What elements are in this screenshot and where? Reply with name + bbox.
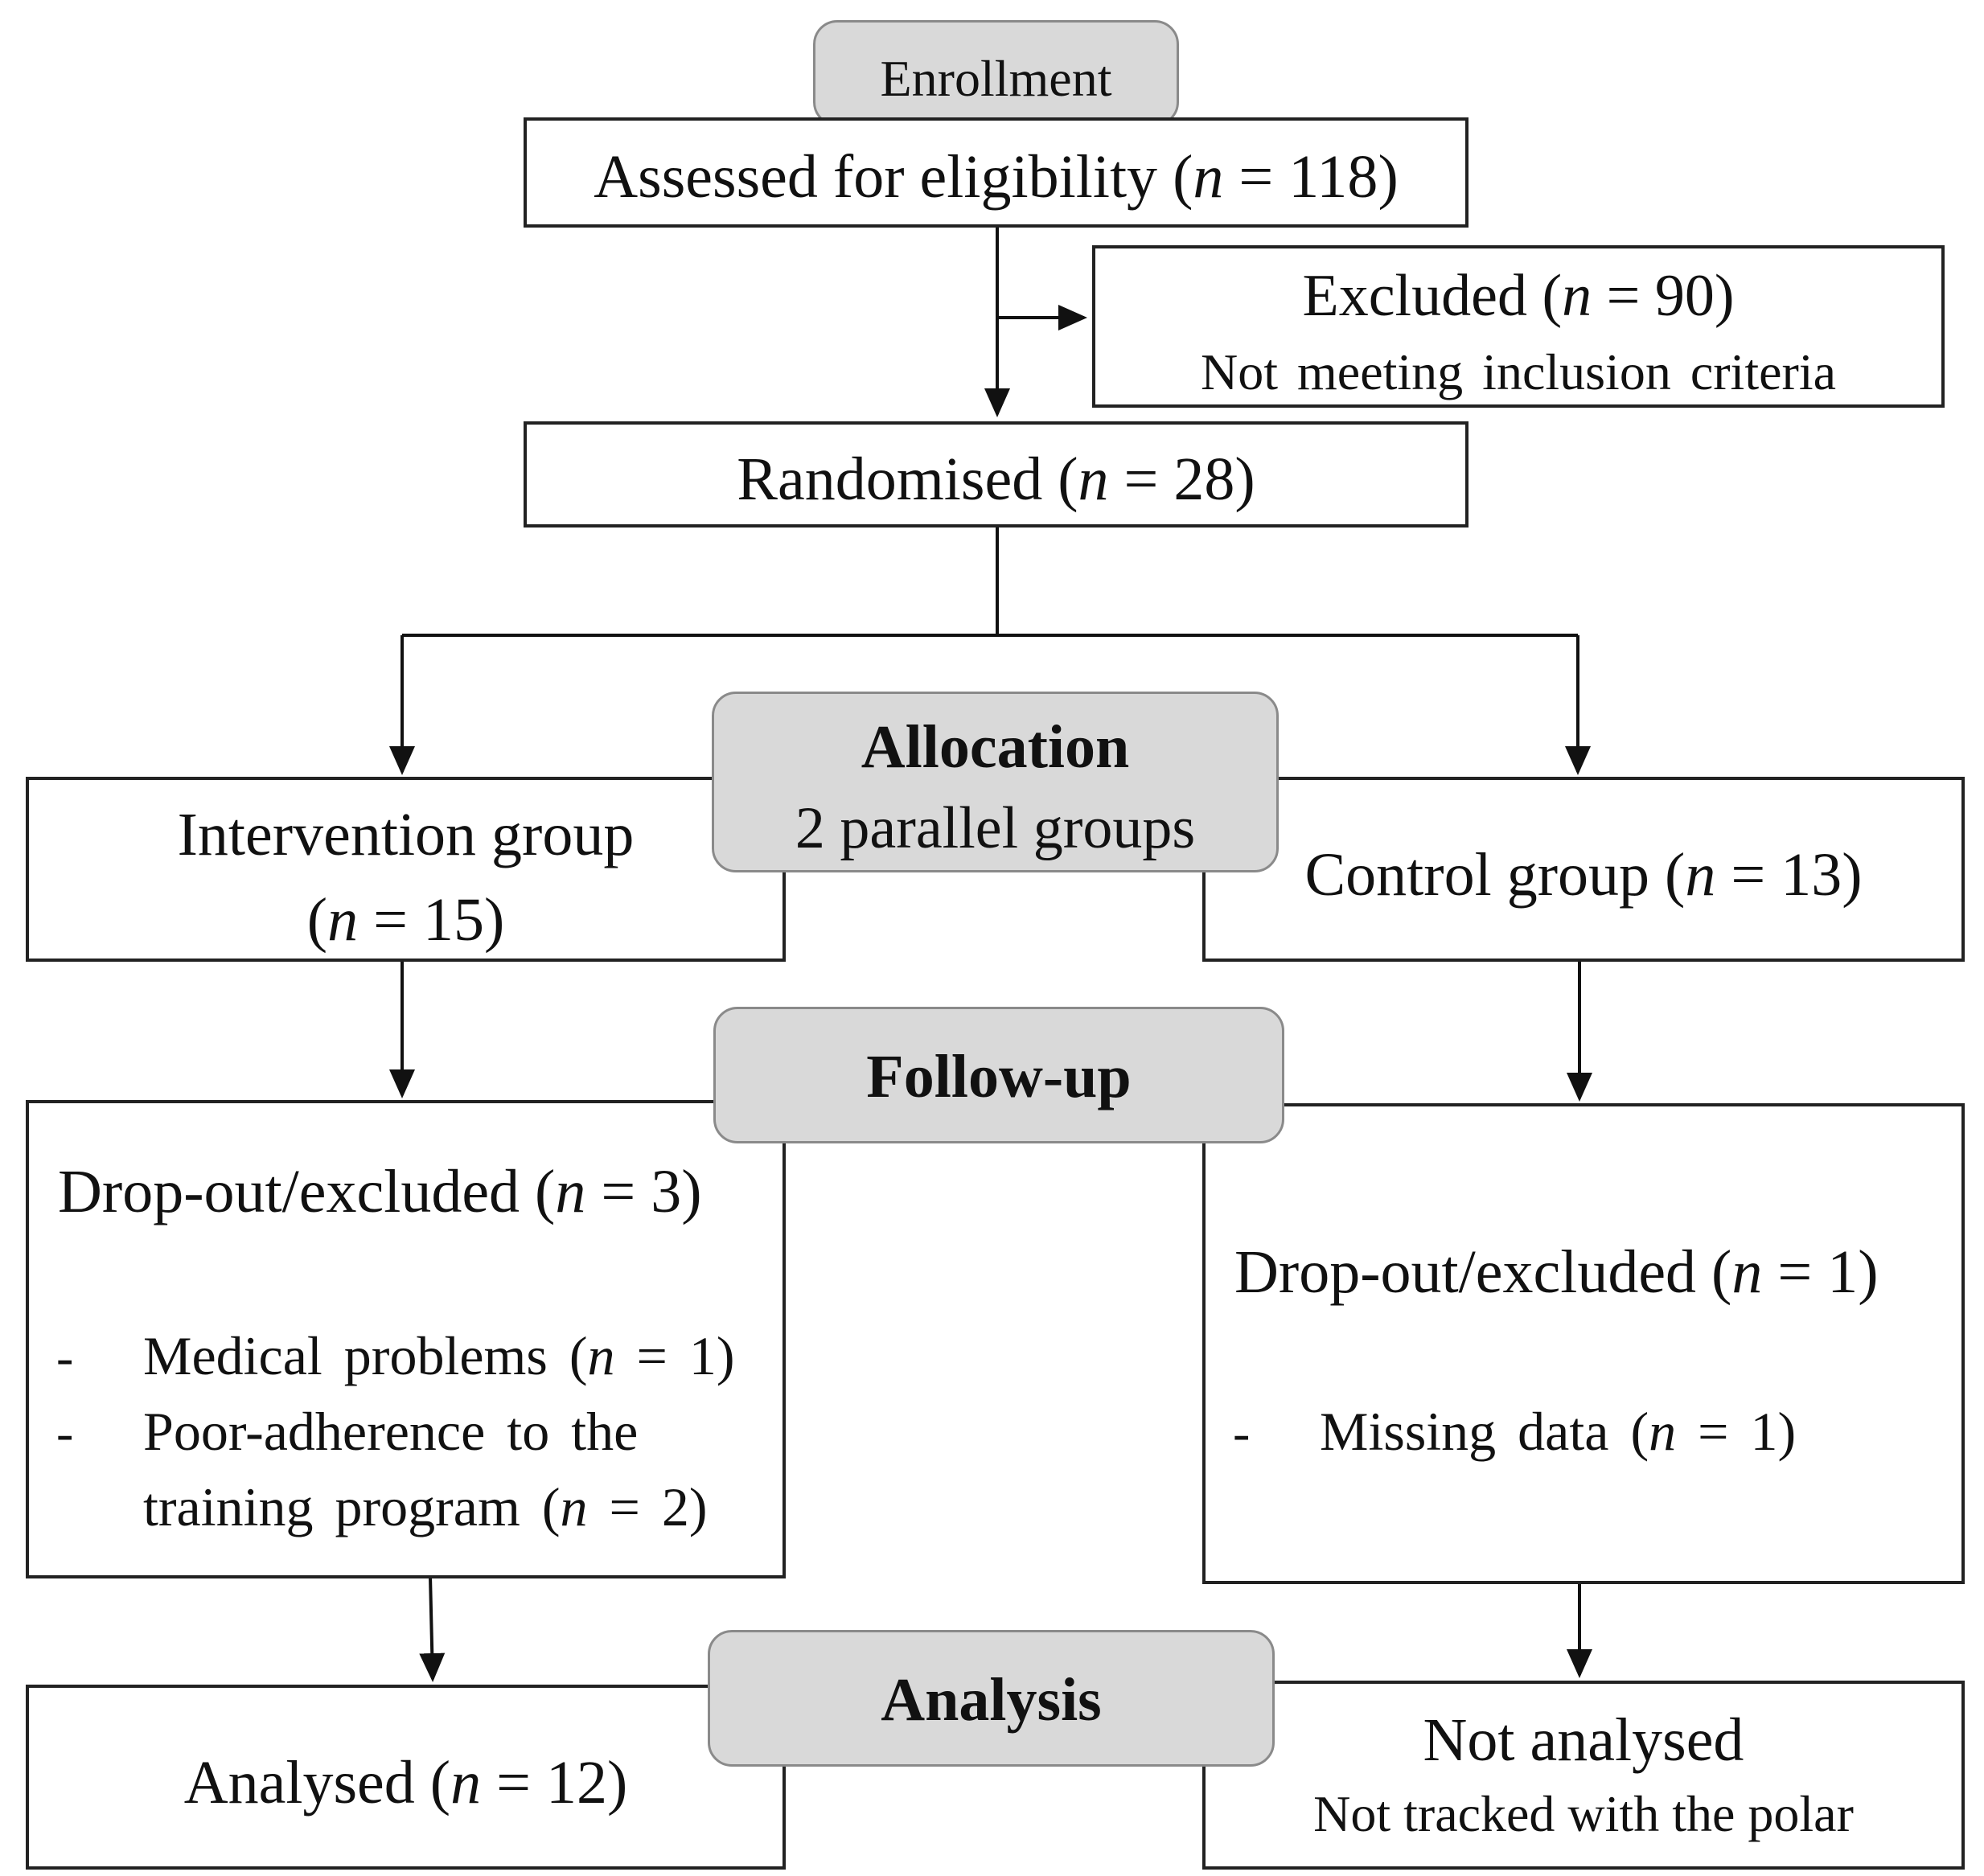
n-symbol: n <box>1649 1401 1677 1462</box>
randomised-text: Randomised (n = 28) <box>737 445 1255 513</box>
analysis-text: Analysis <box>881 1666 1102 1734</box>
excluded-label: Excluded <box>1302 263 1527 329</box>
arrow-dropout-to-analysed <box>419 1575 446 1682</box>
control-dropout-n: 1 <box>1827 1238 1859 1306</box>
randomised-n: 28 <box>1173 445 1235 513</box>
dropout-item-label: Medical problems <box>143 1325 548 1386</box>
dropout-item-bullet: - <box>56 1328 74 1385</box>
dropout-item-n: 2 <box>661 1476 689 1537</box>
control-dropout-label: Drop-out/excluded <box>1234 1238 1697 1306</box>
dropout-item-label: training program <box>143 1476 520 1537</box>
control-dropout-box: Drop-out/excluded (n = 1) - Missing data… <box>1202 1103 1965 1584</box>
control-text: Control group (n = 13) <box>1304 841 1863 909</box>
excluded-n: 90 <box>1654 263 1715 329</box>
dropout-item-missing-data: Missing data (n = 1) <box>1320 1401 1797 1462</box>
dropout-item-bullet: - <box>56 1404 74 1461</box>
intervention-n-text: (n = 15) <box>306 886 505 954</box>
randomised-box: Randomised (n = 28) <box>524 421 1468 527</box>
dropout-item-adherence-line1: Poor-adherence to the <box>143 1401 639 1462</box>
n-symbol: n <box>327 886 359 954</box>
control-label: Control group <box>1304 841 1650 909</box>
analysed-label: Analysed <box>183 1749 415 1816</box>
not-analysed-reason: Not tracked with the polar <box>1313 1785 1854 1842</box>
assessed-n: 118 <box>1288 143 1378 211</box>
dropout-item-label: Missing data <box>1320 1401 1609 1462</box>
dropout-item-medical: Medical problems (n = 1) <box>143 1325 735 1386</box>
analysed-box: Analysed (n = 12) <box>26 1685 786 1870</box>
control-n: 13 <box>1781 841 1842 909</box>
allocation-stage-label: Allocation 2 parallel groups <box>712 692 1279 872</box>
allocation-sub: 2 parallel groups <box>795 795 1196 861</box>
n-symbol: n <box>450 1749 482 1816</box>
not-analysed-box: Not analysed Not tracked with the polar <box>1202 1681 1965 1870</box>
intervention-group-box: Intervention group (n = 15) <box>26 777 786 962</box>
n-symbol: n <box>555 1158 586 1225</box>
excluded-title: Excluded (n = 90) <box>1302 263 1735 329</box>
control-group-box: Control group (n = 13) <box>1202 777 1965 962</box>
n-symbol: n <box>1731 1238 1763 1306</box>
followup-stage-label: Follow-up <box>713 1007 1284 1143</box>
n-symbol: n <box>560 1476 588 1537</box>
analysis-stage-label: Analysis <box>708 1630 1275 1767</box>
n-symbol: n <box>1078 445 1109 513</box>
dropout-item-bullet: - <box>1233 1404 1251 1461</box>
assessed-box: Assessed for eligibility (n = 118) <box>524 117 1468 228</box>
assessed-label: Assessed for eligibility <box>594 143 1158 211</box>
assessed-text: Assessed for eligibility (n = 118) <box>594 143 1399 211</box>
n-symbol: n <box>1193 143 1224 211</box>
dropout-item-n: 1 <box>1750 1401 1778 1462</box>
randomised-label: Randomised <box>737 445 1043 513</box>
intervention-dropout-n: 3 <box>651 1158 682 1225</box>
followup-text: Follow-up <box>866 1043 1132 1110</box>
analysed-text: Analysed (n = 12) <box>183 1749 628 1816</box>
control-dropout-title: Drop-out/excluded (n = 1) <box>1234 1238 1879 1306</box>
intervention-dropout-title: Drop-out/excluded (n = 3) <box>58 1158 702 1225</box>
n-symbol: n <box>1562 263 1592 329</box>
allocation-title: Allocation <box>861 713 1130 781</box>
dropout-item-adherence-line2: training program (n = 2) <box>143 1476 708 1537</box>
excluded-box: Excluded (n = 90) Not meeting inclusion … <box>1092 245 1945 408</box>
enrollment-stage-label: Enrollment <box>813 20 1179 126</box>
intervention-dropout-label: Drop-out/excluded <box>58 1158 520 1225</box>
analysed-n: 12 <box>545 1749 607 1816</box>
excluded-reason: Not meeting inclusion criteria <box>1201 343 1836 400</box>
dropout-item-n: 1 <box>688 1325 717 1386</box>
intervention-label: Intervention group <box>177 801 635 868</box>
not-analysed-label: Not analysed <box>1423 1706 1744 1774</box>
n-symbol: n <box>1685 841 1716 909</box>
intervention-n: 15 <box>422 886 484 954</box>
enrollment-text: Enrollment <box>880 50 1112 107</box>
n-symbol: n <box>587 1325 615 1386</box>
intervention-dropout-box: Drop-out/excluded (n = 3) - Medical prob… <box>26 1100 786 1578</box>
